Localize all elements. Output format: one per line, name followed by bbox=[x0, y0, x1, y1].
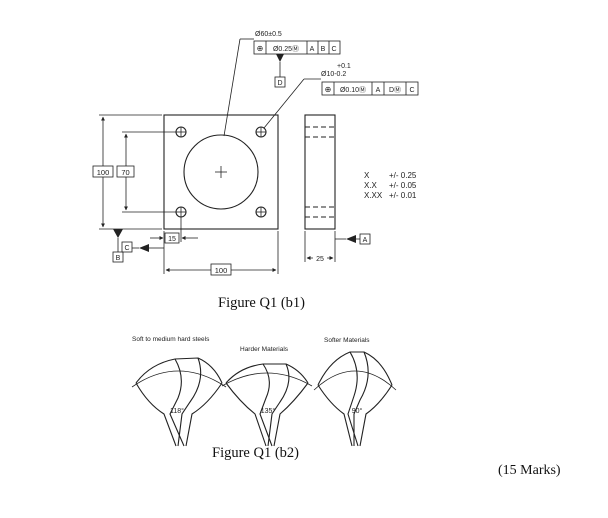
plate-front-view bbox=[163, 114, 279, 230]
datum-d-label: D bbox=[277, 80, 282, 87]
drill-3-angle: 90° bbox=[352, 407, 363, 415]
dim-width: 100 bbox=[215, 266, 228, 275]
small-hole-fcf: ⊕ Ø0.10Ⓜ A DⓂ C bbox=[321, 81, 419, 96]
drill-1-label: Soft to medium hard steels bbox=[132, 336, 210, 343]
general-tolerance-table: X +/- 0.25 X.X +/- 0.05 X.XX +/- 0.01 bbox=[364, 171, 417, 200]
drill-3-label: Softer Materials bbox=[324, 337, 370, 344]
dim-height: 100 bbox=[97, 168, 110, 177]
svg-text:+/- 0.05: +/- 0.05 bbox=[389, 181, 417, 190]
datum-a-box bbox=[359, 233, 371, 245]
datum-c-box bbox=[121, 241, 133, 253]
svg-text:A: A bbox=[376, 87, 381, 94]
svg-text:Ø0.25Ⓜ: Ø0.25Ⓜ bbox=[273, 45, 299, 53]
svg-text:+/- 0.25: +/- 0.25 bbox=[389, 171, 417, 180]
dim-offset: 15 bbox=[168, 236, 176, 243]
svg-text:⊕: ⊕ bbox=[257, 44, 264, 53]
figure2-caption: Figure Q1 (b2) bbox=[212, 445, 299, 461]
datum-a-label: A bbox=[363, 237, 368, 244]
svg-text:X.XX: X.XX bbox=[364, 191, 383, 200]
plate-drawing: Ø60±0.5 ⊕ Ø0.25Ⓜ A B C D +0.1 Ø10-0.2 bbox=[92, 31, 419, 276]
dim-hole-spacing: 70 bbox=[121, 168, 129, 177]
svg-text:A: A bbox=[310, 46, 315, 53]
dim-thickness: 25 bbox=[316, 256, 324, 263]
marks-label: (15 Marks) bbox=[498, 463, 561, 478]
small-hole-size: Ø10-0.2 bbox=[321, 71, 346, 78]
drill-2-label: Harder Materials bbox=[240, 346, 289, 353]
large-hole-fcf: ⊕ Ø0.25Ⓜ A B C bbox=[253, 40, 341, 55]
svg-text:B: B bbox=[321, 46, 326, 53]
datum-b-box bbox=[112, 251, 124, 263]
svg-text:⊕: ⊕ bbox=[325, 85, 332, 94]
drill-3: 90° bbox=[313, 351, 397, 447]
drill-2: 135° bbox=[221, 363, 313, 447]
svg-text:X.X: X.X bbox=[364, 181, 378, 190]
drill-1: 118° bbox=[131, 357, 227, 447]
large-hole bbox=[183, 134, 259, 210]
datum-b-label: B bbox=[116, 255, 121, 262]
drill-2-angle: 135° bbox=[261, 407, 276, 415]
figure1-caption: Figure Q1 (b1) bbox=[218, 295, 305, 311]
datum-d-box bbox=[274, 76, 286, 88]
large-hole-size: Ø60±0.5 bbox=[255, 31, 282, 38]
svg-text:+/- 0.01: +/- 0.01 bbox=[389, 191, 417, 200]
svg-text:Ø0.10Ⓜ: Ø0.10Ⓜ bbox=[340, 86, 366, 94]
drill-1-angle: 118° bbox=[170, 407, 184, 415]
svg-text:C: C bbox=[409, 87, 414, 94]
small-hole-size-upper: +0.1 bbox=[337, 63, 351, 70]
svg-text:DⓂ: DⓂ bbox=[389, 86, 401, 94]
svg-text:C: C bbox=[331, 46, 336, 53]
svg-text:X: X bbox=[364, 171, 370, 180]
datum-c-label: C bbox=[124, 245, 129, 252]
drill-point-figure: Soft to medium hard steels 118° Harder M… bbox=[131, 336, 397, 447]
plate-side-view bbox=[304, 114, 336, 230]
